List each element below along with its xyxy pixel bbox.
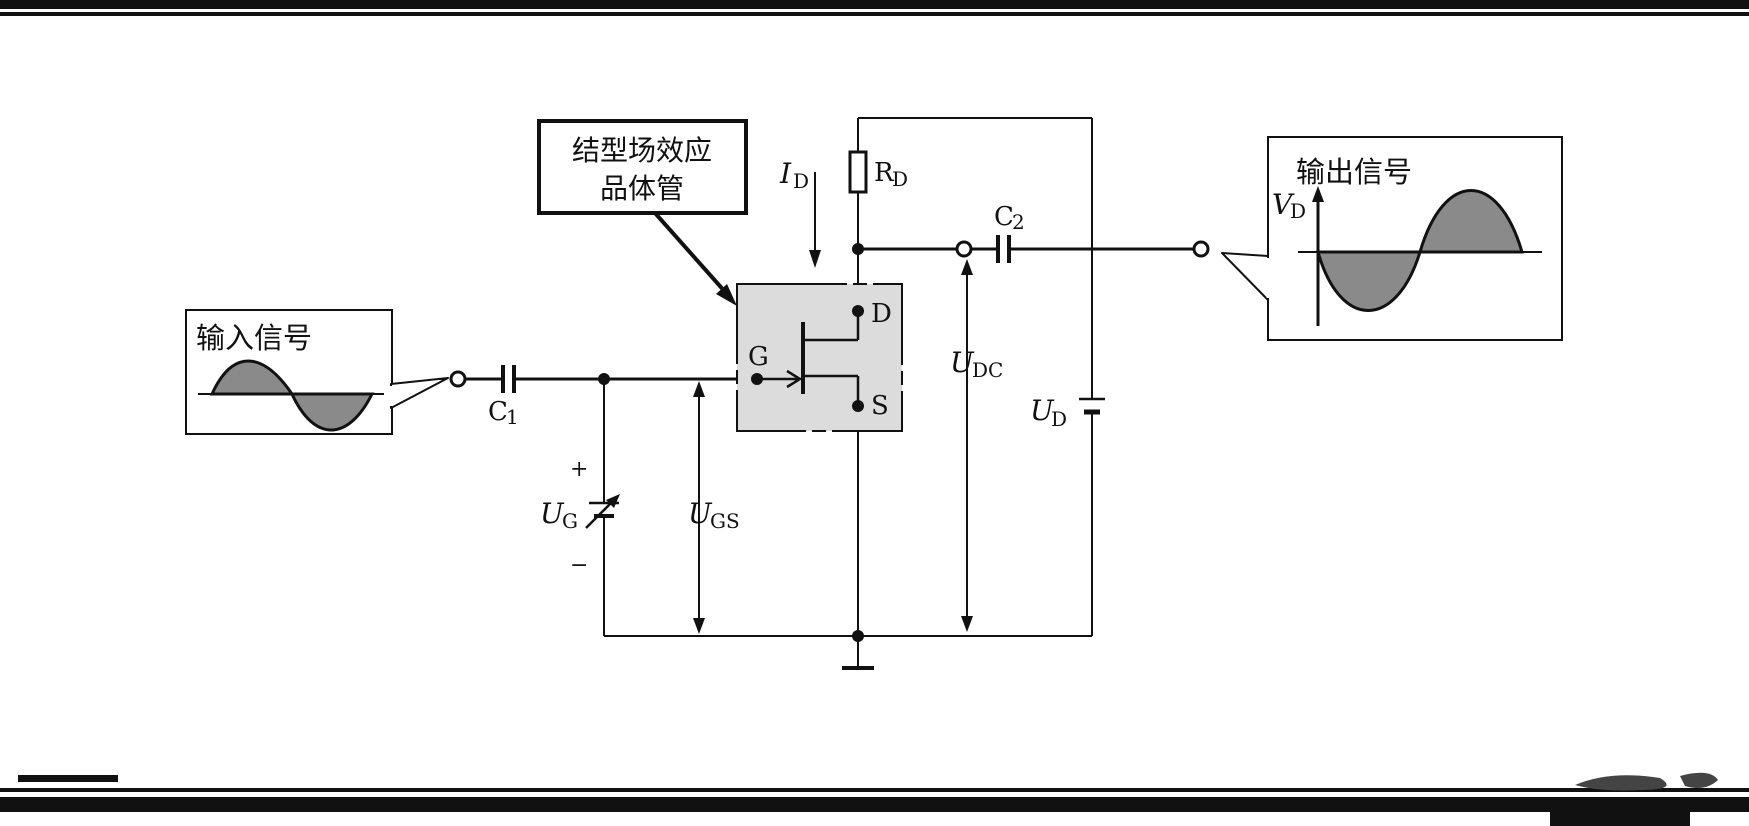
output-node-terminal bbox=[955, 240, 973, 258]
source-node bbox=[852, 400, 864, 412]
id-subscript: D bbox=[793, 169, 809, 193]
vd-subscript: D bbox=[1290, 199, 1306, 223]
gate-node bbox=[751, 373, 763, 385]
terminals bbox=[449, 240, 1210, 388]
output-wave-negative bbox=[1316, 250, 1423, 312]
output-wave-positive bbox=[1417, 189, 1525, 254]
input-wave-positive bbox=[209, 359, 295, 396]
jfet-transistor: D G S bbox=[736, 283, 903, 432]
drain-node bbox=[852, 305, 864, 317]
ud-subscript: D bbox=[1051, 407, 1067, 431]
ugs-subscript: GS bbox=[710, 509, 740, 533]
rd-subscript: D bbox=[892, 167, 908, 191]
c1-label: C bbox=[488, 397, 508, 427]
ud-battery: U D bbox=[1030, 394, 1105, 431]
resistor-rd: R D bbox=[848, 150, 908, 249]
ug-variable-source: + − U G bbox=[540, 457, 620, 578]
c2-label: C bbox=[994, 202, 1014, 232]
ug-label: U bbox=[540, 497, 565, 530]
ug-plus: + bbox=[570, 457, 588, 482]
output-terminal bbox=[1192, 240, 1210, 258]
circuit-wires bbox=[465, 117, 1194, 668]
udc-label: U bbox=[950, 346, 975, 379]
ud-label: U bbox=[1030, 394, 1055, 427]
jfet-callout-line1: 结型场效应 bbox=[572, 134, 712, 167]
capacitor-c1: C 1 bbox=[488, 365, 519, 429]
input-signal-label: 输入信号 bbox=[196, 321, 312, 355]
udc-subscript: DC bbox=[972, 358, 1003, 382]
callout-arrowhead bbox=[716, 284, 737, 306]
input-signal-box: 输入信号 bbox=[185, 309, 449, 435]
ugs-voltage-arrow: U GS bbox=[688, 381, 740, 634]
input-wave-negative bbox=[289, 392, 375, 432]
rd-label: R bbox=[874, 158, 895, 188]
c2-subscript: 2 bbox=[1012, 210, 1025, 234]
input-terminal bbox=[449, 370, 467, 388]
source-label: S bbox=[871, 391, 889, 421]
output-signal-box: 输出信号 V D bbox=[1221, 136, 1563, 341]
id-label: I bbox=[779, 157, 792, 190]
ug-minus: − bbox=[570, 553, 588, 578]
udc-voltage-arrow: U DC bbox=[950, 259, 1003, 632]
vd-label: V bbox=[1272, 188, 1295, 221]
output-signal-label: 输出信号 bbox=[1296, 155, 1412, 189]
ugs-label: U bbox=[688, 497, 713, 530]
jfet-callout: 结型场效应 品体管 bbox=[537, 119, 748, 306]
id-current-arrow: I D bbox=[779, 157, 821, 268]
gate-label: G bbox=[748, 342, 769, 372]
jfet-callout-line2: 品体管 bbox=[600, 172, 684, 205]
drain-label: D bbox=[871, 299, 892, 329]
ug-subscript: G bbox=[562, 509, 578, 533]
capacitor-c2: C 2 bbox=[994, 202, 1025, 263]
c1-subscript: 1 bbox=[506, 405, 519, 429]
